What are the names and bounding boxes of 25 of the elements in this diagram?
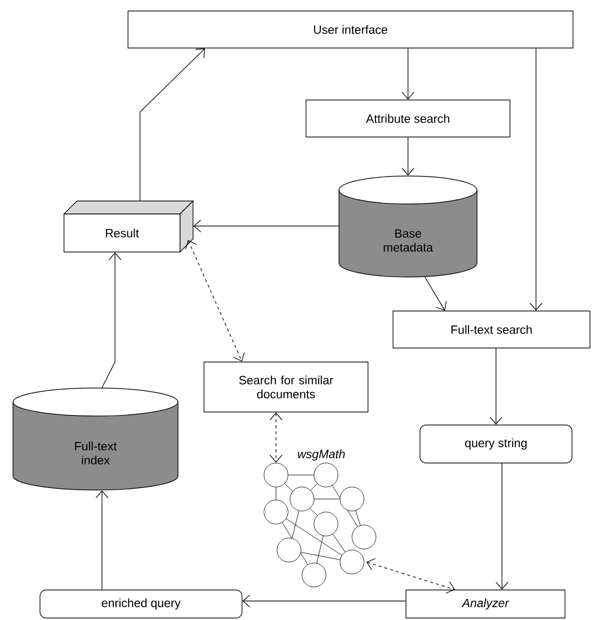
arrow [185,240,245,362]
process-box: Attribute search [306,100,510,138]
arrow [424,277,447,311]
process-box: Full-text search [392,310,590,348]
arrow [402,137,414,176]
network-drawing [264,462,376,588]
arrow [366,558,455,594]
arrow [490,348,502,425]
arrow [530,48,542,311]
arrow [496,463,508,590]
arrow [102,252,122,388]
process-box: Search for similar documents [204,362,368,412]
arrow [96,490,108,590]
arrow [193,220,339,232]
rounded-box: query string [420,424,572,464]
database-cylinder: Base metadata [338,176,478,278]
arrow [402,48,414,100]
process-box: Analyzer [406,590,566,618]
process-box: User interface [128,10,574,48]
rounded-box: enriched query [40,590,242,618]
database-cylinder: Full-text index [12,388,178,490]
arrow [242,594,406,608]
arrow [270,412,282,463]
arrow [140,48,205,201]
network-label: wsgMath [298,449,345,461]
